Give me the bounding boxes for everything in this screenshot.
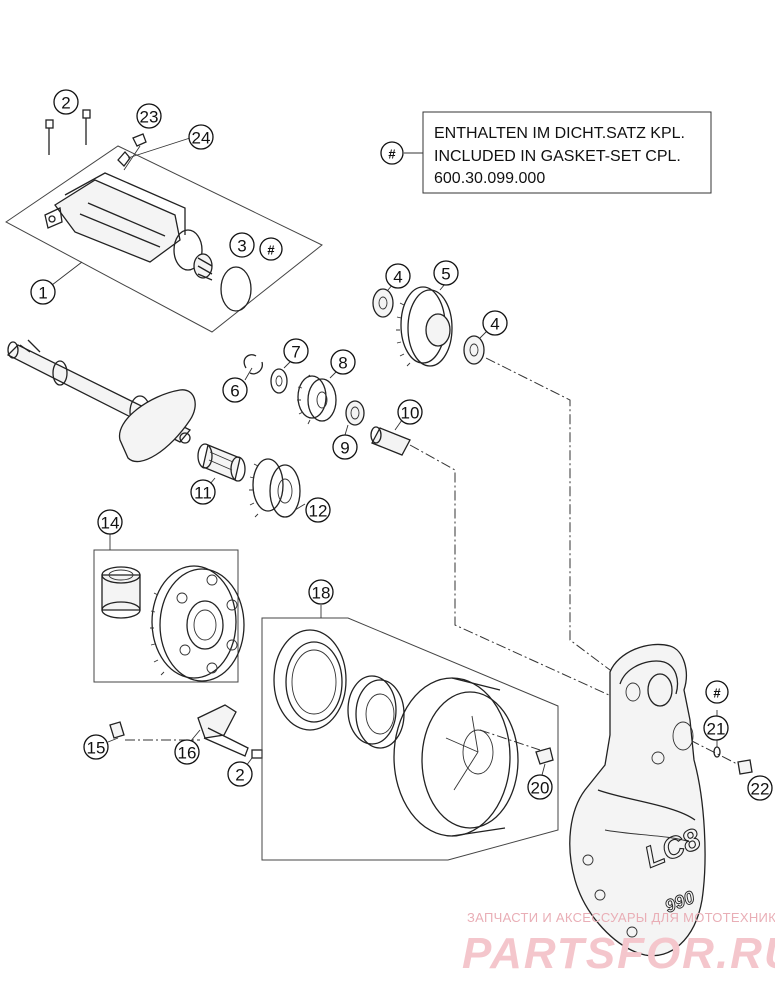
callout-20: 20 xyxy=(527,774,553,800)
callout-label: 4 xyxy=(393,268,402,287)
callout-label: 1 xyxy=(38,284,47,303)
callout-label: 20 xyxy=(531,779,550,798)
callout-3: 3 # xyxy=(229,232,283,261)
gasket-note: # ENTHALTEN IM DICHT.SATZ KPL. INCLUDED … xyxy=(380,111,712,194)
note-line-number: 600.30.099.000 xyxy=(434,170,545,187)
starter-motor-group xyxy=(5,109,323,333)
flywheel-group xyxy=(261,605,559,861)
callout-11: 11 xyxy=(190,479,216,505)
callout-2-sensor: 2 xyxy=(227,761,253,787)
callout-label: 16 xyxy=(178,744,197,763)
callout-16: 16 xyxy=(174,739,200,765)
callout-23: 23 xyxy=(136,103,162,129)
callout-label: 21 xyxy=(707,720,726,739)
callout-9: 9 xyxy=(332,434,358,460)
note-line-en: INCLUDED IN GASKET-SET CPL. xyxy=(434,148,681,165)
watermark: ЗАПЧАСТИ И АКСЕССУАРЫ ДЛЯ МОТОТЕХНИКИ PA… xyxy=(462,910,775,978)
callout-label: 2 xyxy=(235,766,244,785)
callout-label: 14 xyxy=(101,514,120,533)
callout-label: 7 xyxy=(291,343,300,362)
callout-label: 18 xyxy=(312,584,331,603)
pickup-sensor xyxy=(107,704,263,767)
callout-18: 18 xyxy=(308,579,334,605)
callout-21: 21 # xyxy=(703,680,729,741)
callout-label: 9 xyxy=(340,439,349,458)
callout-10: 10 xyxy=(397,399,423,425)
note-line-de: ENTHALTEN IM DICHT.SATZ KPL. xyxy=(434,125,685,142)
callout-label: 11 xyxy=(194,484,212,503)
callout-label: 8 xyxy=(338,354,347,373)
callout-8: 8 xyxy=(330,349,356,375)
starter-shaft xyxy=(6,339,196,463)
watermark-caption: ЗАПЧАСТИ И АКСЕССУАРЫ ДЛЯ МОТОТЕХНИКИ xyxy=(467,910,775,925)
intermediate-gear-assembly xyxy=(372,283,489,367)
callout-1: 1 xyxy=(30,261,83,305)
gasket-marker: # xyxy=(713,686,721,701)
callout-label: 6 xyxy=(230,382,239,401)
callout-label: 23 xyxy=(140,108,159,127)
callout-label: 15 xyxy=(87,739,106,758)
callout-12: 12 xyxy=(305,497,331,523)
callout-22: 22 xyxy=(747,775,773,801)
callout-label: 22 xyxy=(751,780,770,799)
callout-label: 12 xyxy=(309,502,328,521)
callout-label: 4 xyxy=(490,315,499,334)
callout-14: 14 xyxy=(97,509,123,535)
callout-5: 5 xyxy=(433,260,459,286)
callout-label: 24 xyxy=(192,129,211,148)
callout-label: 3 xyxy=(237,237,246,256)
gasket-marker: # xyxy=(267,243,275,258)
note-marker: # xyxy=(388,147,396,162)
idler-gear-parts xyxy=(197,354,411,518)
generator-cover: LC8 990 xyxy=(569,643,753,957)
callout-7: 7 xyxy=(283,338,309,364)
callout-4-right: 4 xyxy=(482,310,508,336)
callout-24: 24 xyxy=(188,124,214,150)
callout-label: 2 xyxy=(61,94,70,113)
callout-label: 5 xyxy=(441,265,450,284)
callout-label: 10 xyxy=(401,404,420,423)
freewheel-gear-group xyxy=(93,534,245,683)
callout-6: 6 xyxy=(222,377,248,403)
callout-4-left: 4 xyxy=(385,263,411,289)
callout-15: 15 xyxy=(83,734,109,760)
callout-2-top: 2 xyxy=(53,89,79,115)
watermark-brand: PARTSFOR.RU xyxy=(462,929,775,978)
